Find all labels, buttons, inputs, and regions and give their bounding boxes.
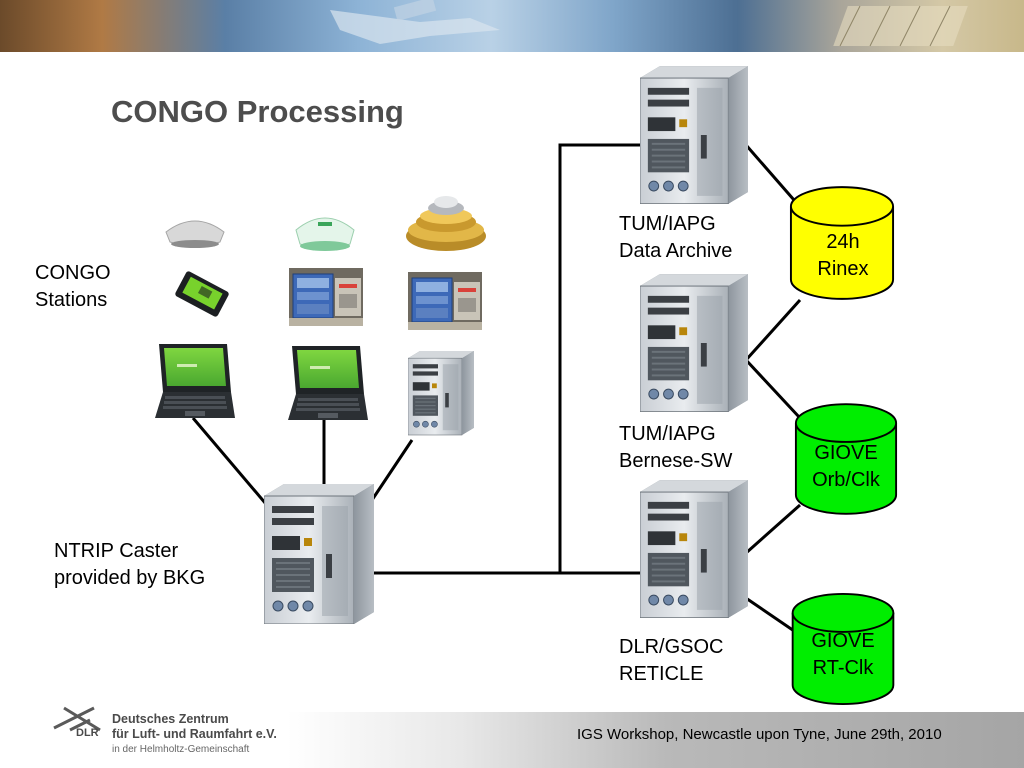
footer-text: IGS Workshop, Newcastle upon Tyne, June …	[577, 726, 942, 743]
dlr-logo-text: DLR	[76, 727, 99, 739]
header-banner	[0, 0, 1024, 52]
slide-title: CONGO Processing	[111, 94, 404, 129]
receiver-rack-photo	[289, 268, 363, 326]
bernese-server-icon	[640, 274, 748, 412]
footer-bar	[0, 712, 1024, 768]
gnss-antenna-white-icon	[165, 220, 225, 248]
server-tower-icon	[408, 350, 474, 436]
organization-name: Deutsches Zentrum für Luft- und Raumfahr…	[112, 712, 277, 755]
laptop-icon	[155, 344, 235, 418]
gnss-antenna-green-icon	[295, 217, 355, 251]
laptop-icon	[288, 346, 368, 420]
archive-server-icon	[640, 66, 748, 204]
reticle-server-icon	[640, 480, 748, 618]
receiver-rack-photo	[408, 272, 482, 330]
ntrip-caster-server-icon	[264, 484, 374, 624]
gnss-receiver-icon	[175, 271, 229, 317]
dlr-logo-icon	[53, 706, 101, 732]
gnss-choke-ring-antenna-icon	[406, 196, 486, 251]
space-imagery-banner	[330, 0, 968, 47]
